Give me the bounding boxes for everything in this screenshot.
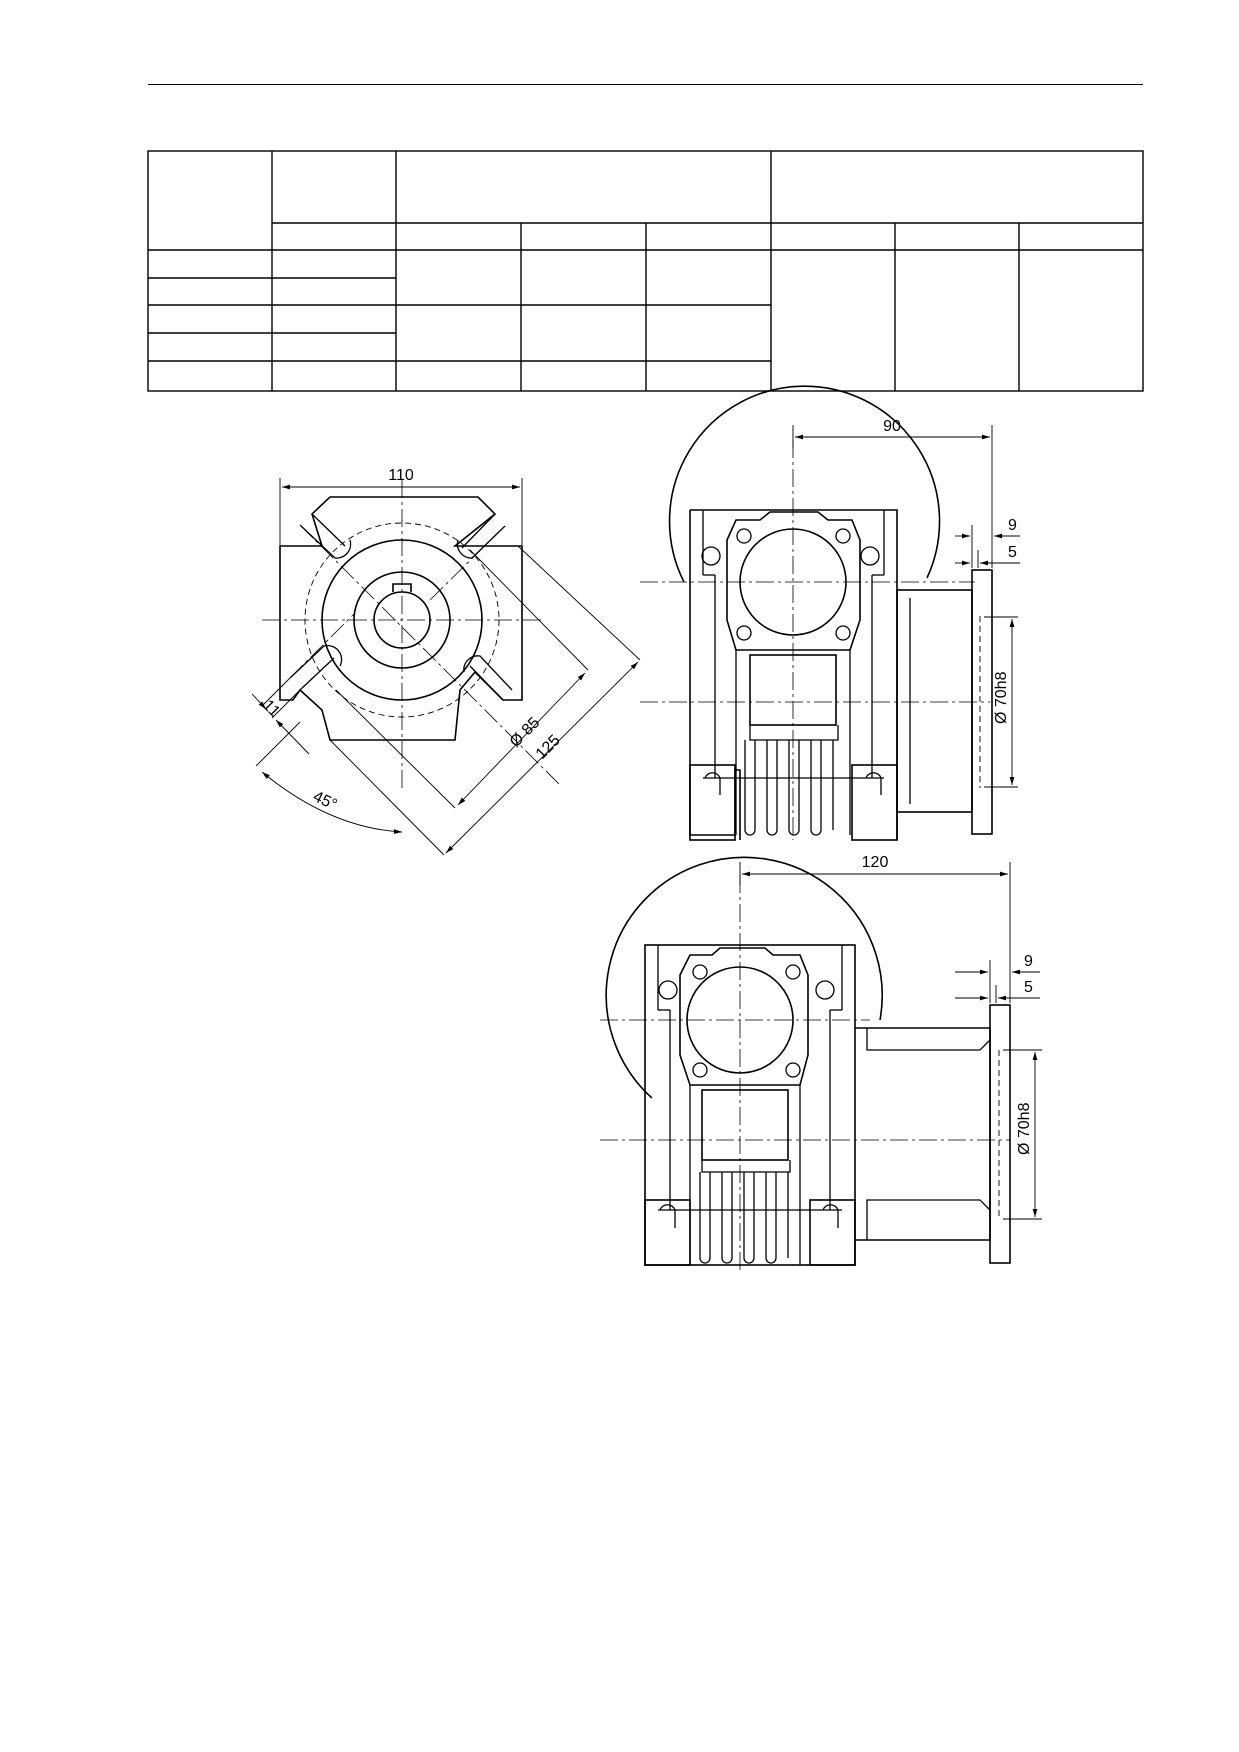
front-view: 110 Ø 85 125 11 45° xyxy=(251,467,641,856)
dim-45-deg: 45° xyxy=(310,788,339,814)
dim-125: 125 xyxy=(533,732,564,763)
spec-table xyxy=(147,150,1144,392)
dim-5-bottom: 5 xyxy=(1024,979,1033,996)
slot-bottom-left xyxy=(289,644,343,691)
dim-90: 90 xyxy=(883,418,901,435)
dim-5-top: 5 xyxy=(1008,544,1017,561)
dim-9-bottom: 9 xyxy=(1024,953,1033,970)
slot-top-left xyxy=(299,513,352,559)
slot-top-right xyxy=(456,513,506,559)
side-view-top: 90 9 5 Ø 70h8 xyxy=(640,385,1020,841)
side-view-bottom: 120 9 5 Ø 70h8 xyxy=(600,854,1042,1270)
dim-110: 110 xyxy=(388,467,414,484)
wheel-arc-bottom xyxy=(605,856,883,1099)
header-rule xyxy=(148,84,1143,85)
dim-120: 120 xyxy=(862,854,889,871)
housing-outline-top xyxy=(690,509,898,840)
dim-dia-70h8-bottom: Ø 70h8 xyxy=(1016,1102,1033,1155)
wheel-arc-top xyxy=(668,385,941,583)
dim-9-top: 9 xyxy=(1008,517,1017,534)
flange-outline xyxy=(279,496,523,741)
dim-dia-70h8-top: Ø 70h8 xyxy=(993,671,1010,724)
